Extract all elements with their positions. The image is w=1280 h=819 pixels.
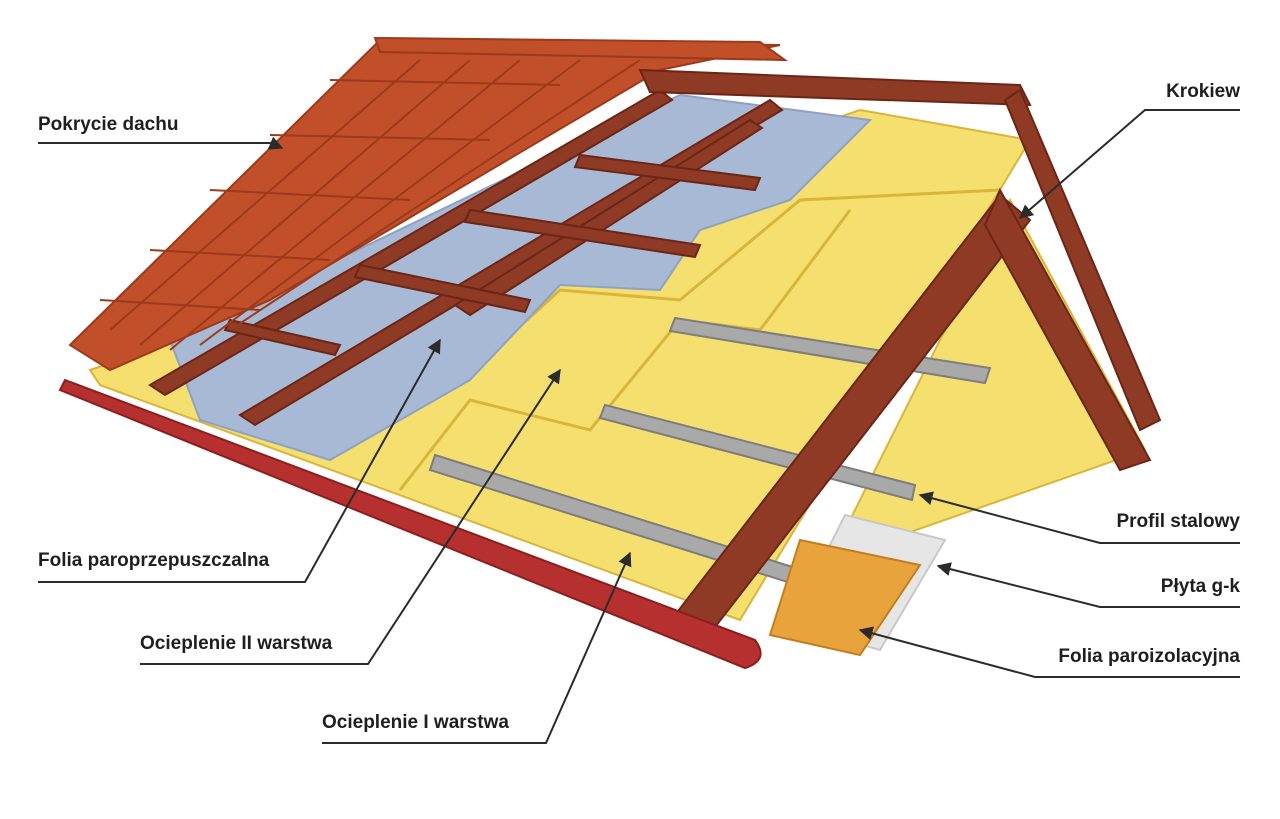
gable-insulation	[828, 197, 1147, 562]
gutter	[58, 378, 762, 670]
ridge-cap	[373, 36, 789, 62]
label-pokrycie-dachu: Pokrycie dachu	[38, 114, 179, 135]
label-ocieplenie-ii-warstwa: Ocieplenie II warstwa	[140, 633, 333, 654]
label-folia-paroprzepuszczalna: Folia paroprzepuszczalna	[38, 550, 270, 571]
leader-lines	[38, 109, 1240, 744]
leader-plyta	[936, 562, 1240, 608]
leader-ocieplenie1	[322, 551, 632, 744]
tile-ridges	[99, 59, 641, 351]
label-ocieplenie-i-warstwa: Ocieplenie I warstwa	[322, 712, 509, 733]
insulation-seam	[398, 209, 852, 491]
ridge-beam	[638, 68, 1032, 107]
leader-folia-paro	[38, 338, 441, 583]
leader-folia-izol	[858, 626, 1240, 678]
label-plyta-gk: Płyta g-k	[1160, 576, 1240, 597]
leader-pokrycie	[38, 136, 284, 150]
label-profil-stalowy: Profil stalowy	[1116, 511, 1240, 532]
label-folia-paroizolacyjna: Folia paroizolacyjna	[1058, 646, 1240, 667]
battens	[148, 88, 784, 427]
rafter-back	[983, 187, 1152, 472]
leader-krokiew	[1018, 109, 1240, 219]
leader-profil	[918, 491, 1240, 544]
rafter-side	[1003, 88, 1162, 432]
vapor-barrier	[768, 538, 922, 657]
label-krokiew: Krokiew	[1166, 81, 1240, 102]
leader-ocieplenie2	[140, 368, 561, 665]
